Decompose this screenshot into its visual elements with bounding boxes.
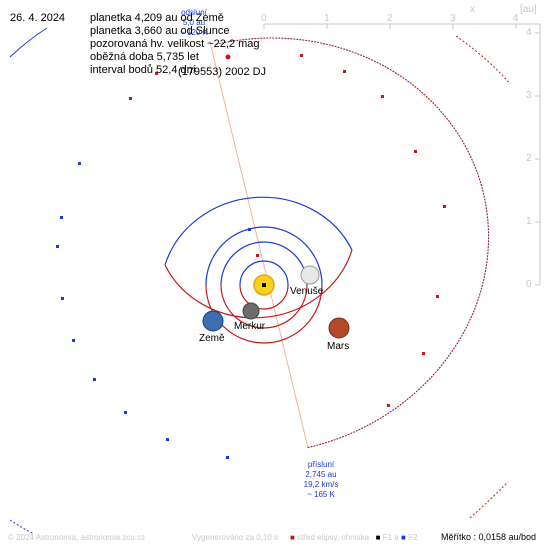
perihelion-velocity: 19,2 km/s xyxy=(303,480,339,489)
mars-orbit-arc xyxy=(164,196,353,266)
y-tick-label: 2 xyxy=(526,153,532,164)
venus-orbit-arc xyxy=(220,284,308,329)
position-dot xyxy=(226,456,229,459)
position-dot xyxy=(387,404,390,407)
perihelion-label: přísluní 2,745 au 19,2 km/s ~ 165 K xyxy=(296,460,346,500)
mercury-icon xyxy=(242,302,260,320)
earth-orbit-arc xyxy=(205,226,323,286)
axes xyxy=(263,23,541,286)
position-dot xyxy=(166,438,169,441)
y-tick-label: 4 xyxy=(526,27,532,38)
aphelion-distance: 5,0 au xyxy=(182,18,206,27)
venus-orbit-arc xyxy=(220,241,308,286)
position-dot xyxy=(93,378,96,381)
magnitude-line: pozorovaná hv. velikost ~22,2 mag xyxy=(90,38,260,50)
y-tick-label: 3 xyxy=(526,90,532,101)
venus-label: Venuše xyxy=(290,286,324,297)
generated-time: Vygenerováno za 0,10 s xyxy=(192,533,278,542)
mercury-label: Merkur xyxy=(234,321,266,332)
aphelion-temperature: ~ 120 K xyxy=(180,28,208,37)
earth-distance-line: planetka 4,209 au od Země xyxy=(90,12,224,24)
aphelion-label: odsluní 5,0 au ~ 120 K xyxy=(176,8,212,38)
mars-label: Mars xyxy=(327,341,350,352)
legend-f2-marker: ■ xyxy=(400,533,406,542)
date-label: 26. 4. 2024 xyxy=(10,12,66,24)
x-tick-label: 3 xyxy=(450,13,456,24)
position-dot xyxy=(343,70,346,73)
position-dot xyxy=(248,228,251,231)
earth-orbit-arc xyxy=(205,284,323,344)
position-dot xyxy=(422,352,425,355)
legend-center-label: střed elipsy, ohniska xyxy=(297,533,369,542)
mars-orbit-arc xyxy=(164,249,353,319)
venus-icon xyxy=(300,265,320,285)
outer-orbit-arc xyxy=(455,35,511,85)
position-dots xyxy=(56,54,446,459)
position-dot xyxy=(436,295,439,298)
unit-label: [au] xyxy=(520,4,537,15)
legend-f1-label: F1 xyxy=(382,533,393,542)
scale-label: Měřítko : 0,0158 au/bod xyxy=(441,532,537,542)
ellipse-center xyxy=(256,254,259,257)
x-tick-label: 4 xyxy=(513,13,519,24)
focus-marker xyxy=(262,283,266,287)
object-name: (179553) 2002 DJ xyxy=(178,66,267,78)
x-tick-label: 0 xyxy=(261,13,267,24)
legend-a-label: a xyxy=(394,533,399,542)
interval-line: interval bodů 52,4 dní xyxy=(90,64,196,76)
period-line: oběžná doba 5,735 let xyxy=(90,51,199,63)
perihelion-title: přísluní xyxy=(307,460,335,469)
legend-f1-marker: ■ xyxy=(375,533,381,542)
position-dot xyxy=(124,411,127,414)
apsides-line xyxy=(209,41,309,449)
sun-distance-line: planetka 3,660 au od Slunce xyxy=(90,25,230,37)
y-tick-label: 1 xyxy=(526,216,532,227)
position-dot xyxy=(381,95,384,98)
earth-icon xyxy=(202,310,224,332)
x-axis-label: x xyxy=(470,4,475,15)
perihelion-temperature: ~ 165 K xyxy=(307,490,335,499)
position-dot xyxy=(155,72,158,75)
mercury-orbit-arc xyxy=(239,284,289,310)
position-dot xyxy=(56,245,59,248)
position-dot xyxy=(443,205,446,208)
outer-orbit-arc xyxy=(9,519,35,535)
mercury-orbit-arc xyxy=(239,260,289,286)
x-tick-label: 2 xyxy=(387,13,393,24)
outer-orbit-arc xyxy=(9,27,48,58)
asteroid-icon xyxy=(225,54,231,60)
legend-f2-label: F2 xyxy=(408,533,418,542)
position-dot xyxy=(72,339,75,342)
x-tick-label: 1 xyxy=(324,13,330,24)
outer-orbit-arc xyxy=(469,481,509,519)
copyright: © 2024 Astronomia, astronomia.zcu.cz xyxy=(8,533,146,542)
position-dot xyxy=(60,216,63,219)
perihelion-distance: 2,745 au xyxy=(305,470,337,479)
position-dot xyxy=(300,54,303,57)
position-dot xyxy=(61,297,64,300)
position-dot xyxy=(129,97,132,100)
position-dot xyxy=(78,162,81,165)
legend-center-marker: ■ xyxy=(290,533,295,542)
mars-icon xyxy=(328,317,350,339)
y-tick-label: 0 xyxy=(526,279,532,290)
legend: ■ střed elipsy, ohniska ■ F1 a ■ F2 xyxy=(290,533,417,542)
aphelion-title: odsluní xyxy=(181,8,207,17)
earth-label: Země xyxy=(199,333,225,344)
position-dot xyxy=(414,150,417,153)
